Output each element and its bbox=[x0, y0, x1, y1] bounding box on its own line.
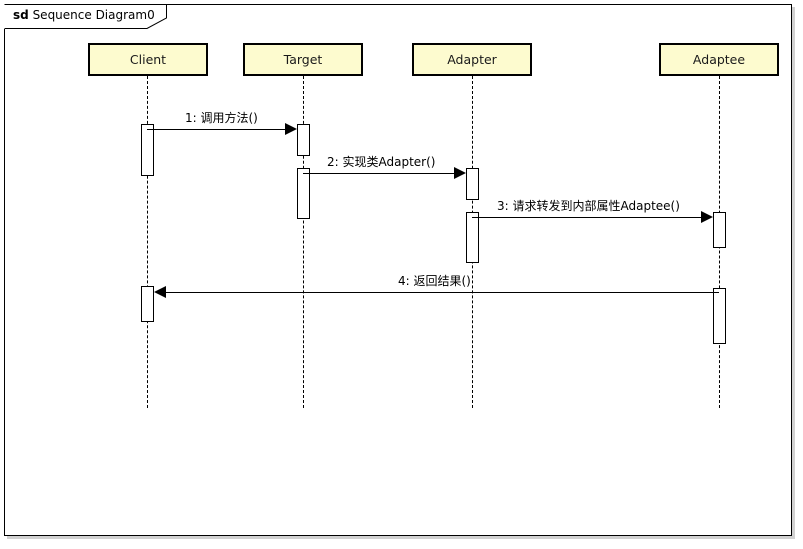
message-arrowhead-3 bbox=[701, 211, 713, 223]
activation-bar-target-2 bbox=[297, 168, 310, 219]
page-title: sd Sequence Diagram0 bbox=[13, 8, 155, 22]
activation-bar-target-1 bbox=[297, 124, 310, 156]
activation-bar-adaptee-1 bbox=[713, 212, 726, 248]
activation-bar-adapter-2 bbox=[466, 212, 479, 263]
diagram-frame bbox=[4, 4, 792, 536]
message-line-3[interactable] bbox=[472, 217, 707, 218]
message-arrowhead-1 bbox=[285, 123, 297, 135]
lifeline-header-target[interactable]: Target bbox=[243, 43, 363, 76]
activation-bar-adapter-1 bbox=[466, 168, 479, 200]
lifeline-header-client[interactable]: Client bbox=[88, 43, 208, 76]
message-line-1[interactable] bbox=[147, 129, 291, 130]
lifeline-header-adapter[interactable]: Adapter bbox=[412, 43, 532, 76]
lifeline-header-adaptee[interactable]: Adaptee bbox=[659, 43, 779, 76]
activation-bar-client-1 bbox=[141, 124, 154, 176]
message-label-1: 1: 调用方法() bbox=[185, 111, 258, 125]
message-label-2: 2: 实现类Adapter() bbox=[327, 155, 436, 169]
lifeline-line-target bbox=[303, 76, 304, 408]
diagram-keyword: sd bbox=[13, 8, 29, 22]
lifeline-label-adaptee: Adaptee bbox=[692, 52, 746, 67]
message-label-4: 4: 返回结果() bbox=[398, 274, 471, 288]
lifeline-label-target: Target bbox=[283, 52, 323, 67]
lifeline-line-client bbox=[147, 76, 148, 408]
activation-bar-client-2 bbox=[141, 286, 154, 322]
lifeline-label-client: Client bbox=[129, 52, 167, 67]
message-line-4[interactable] bbox=[159, 292, 719, 293]
message-arrowhead-4 bbox=[154, 286, 166, 298]
lifeline-label-adapter: Adapter bbox=[447, 52, 497, 67]
message-arrowhead-2 bbox=[454, 167, 466, 179]
activation-bar-adaptee-2 bbox=[713, 288, 726, 344]
message-label-3: 3: 请求转发到内部属性Adaptee() bbox=[497, 199, 680, 213]
message-line-2[interactable] bbox=[303, 173, 460, 174]
diagram-title-label: Sequence Diagram0 bbox=[32, 8, 155, 22]
